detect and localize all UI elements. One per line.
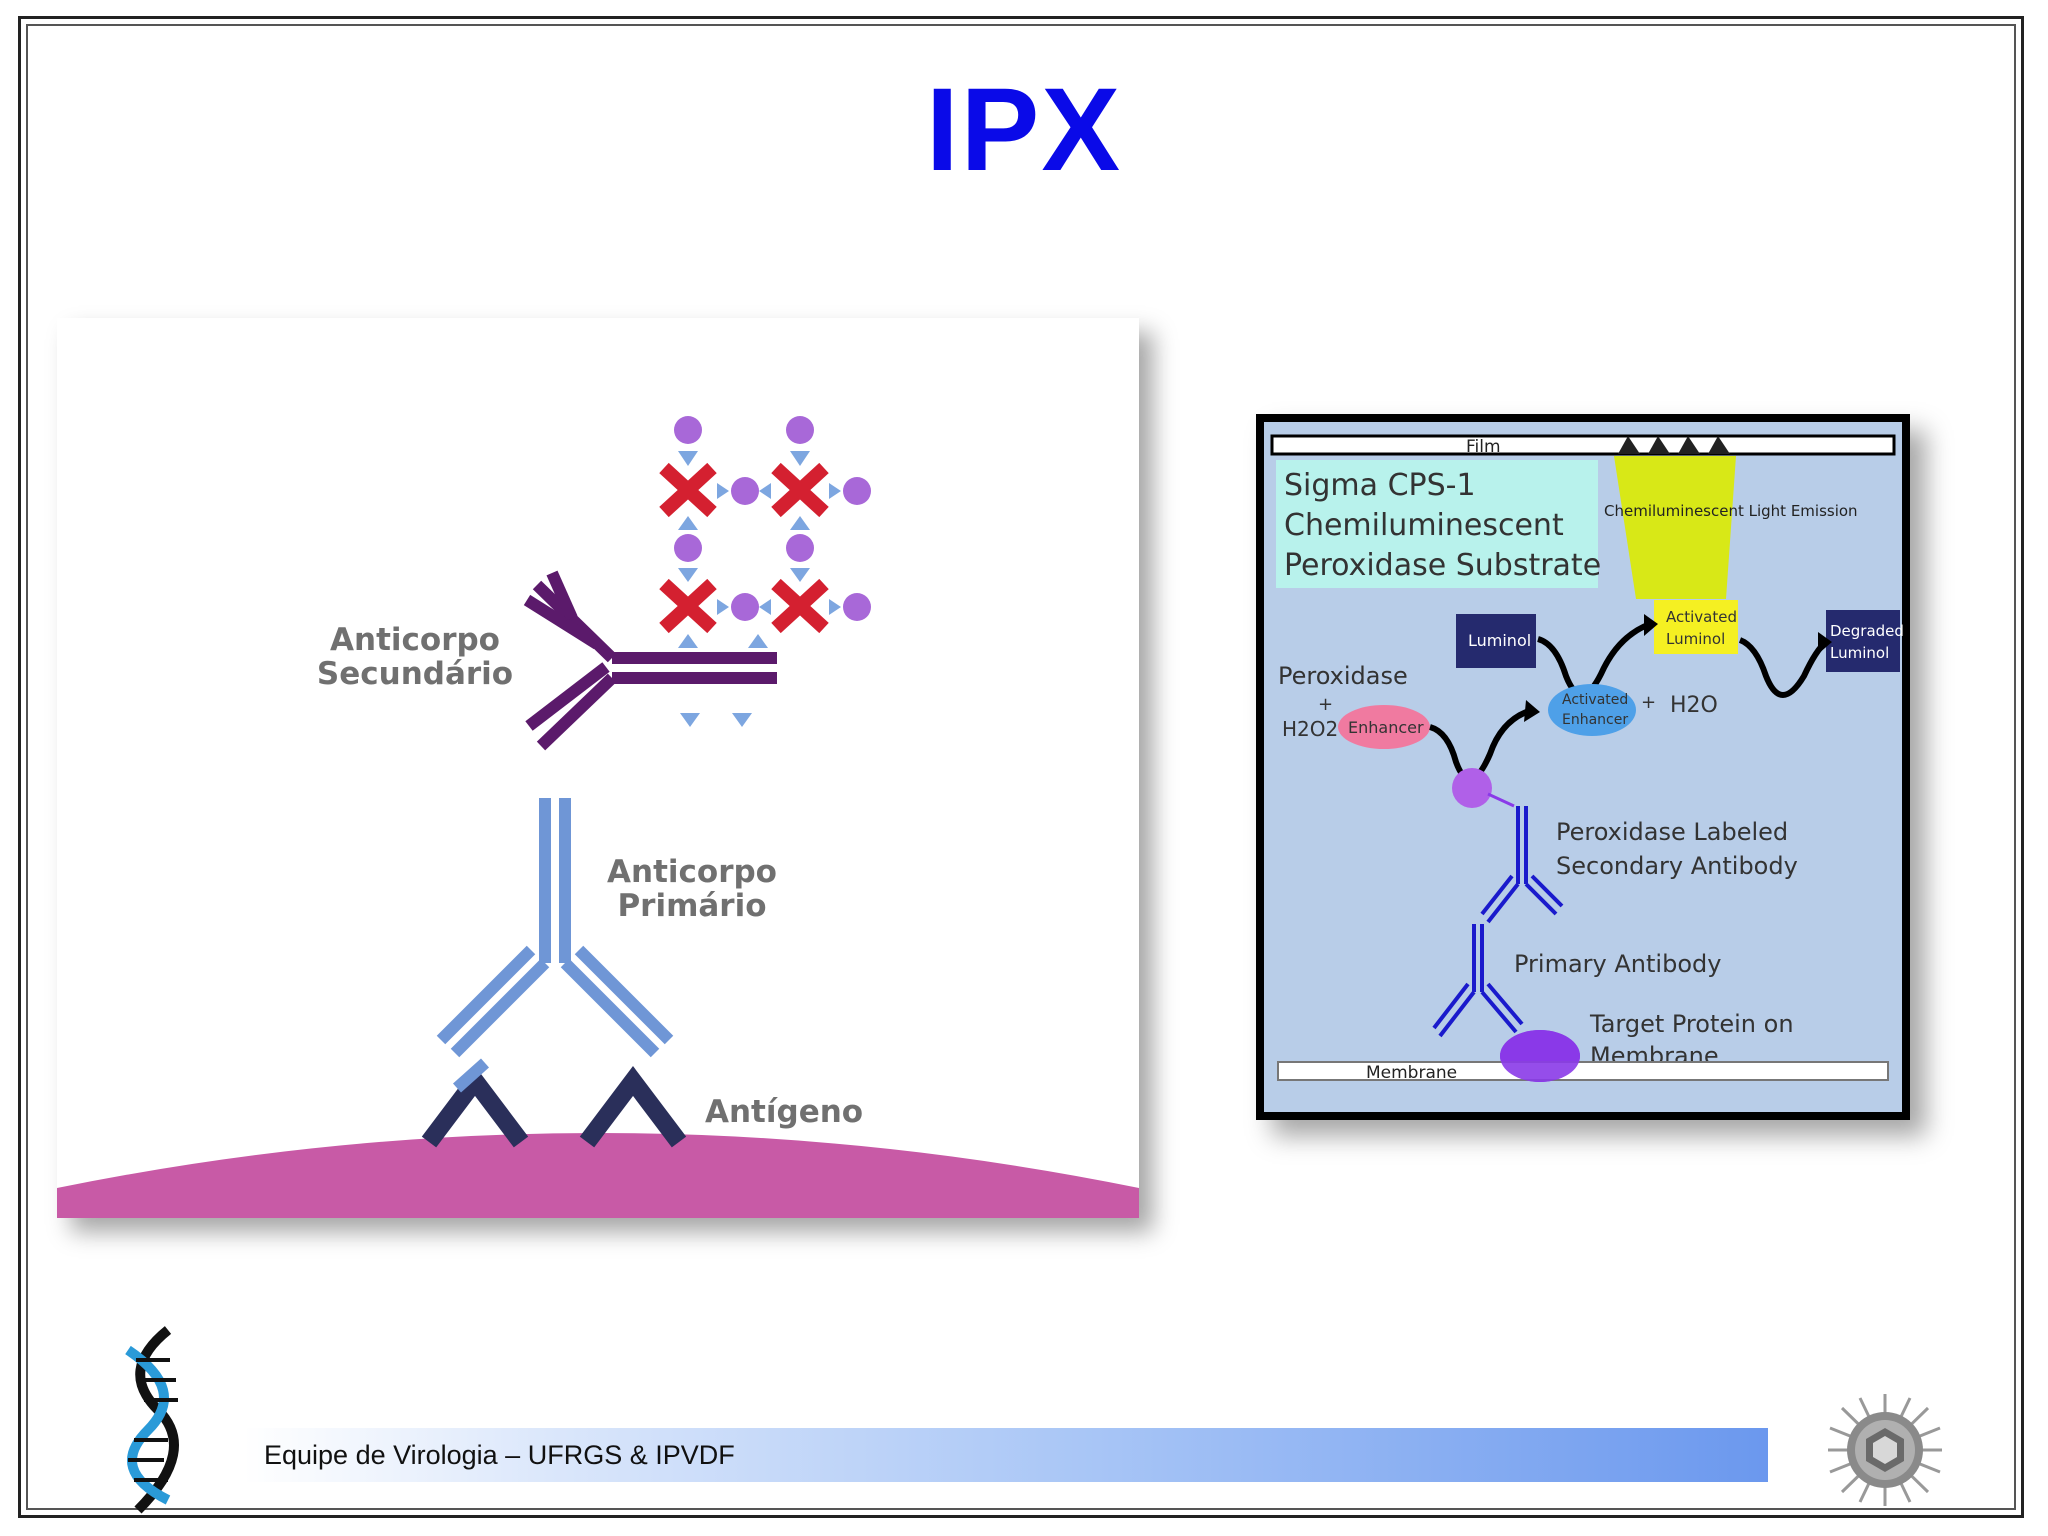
virus-logo: [1820, 1390, 1950, 1510]
plus-sign-1: +: [1318, 694, 1333, 715]
substrate-line-2: Chemiluminescent: [1284, 508, 1564, 543]
left-antibody-diagram: Anticorpo Secundário Anticorpo Primário …: [57, 318, 1139, 1218]
footer-gradient-bar: [244, 1428, 1768, 1482]
target-protein-label-1: Target Protein on: [1589, 1010, 1794, 1038]
activated-enhancer-label-1: Activated: [1562, 692, 1628, 708]
degraded-luminol-label-2: Luminol: [1830, 644, 1889, 662]
light-emission-beams: [1614, 456, 1736, 599]
label-secondary-antibody-1: Anticorpo: [330, 622, 500, 658]
right-chemiluminescence-diagram: Film Sigma CPS-1 Chemiluminescent Peroxi…: [1256, 414, 1910, 1120]
primary-antibody: [436, 798, 674, 1093]
label-secondary-antibody-2: Secundário: [317, 656, 513, 692]
labeled-secondary-antibody: [1480, 806, 1564, 924]
luminol-label: Luminol: [1468, 631, 1531, 650]
light-emission-label: Chemiluminescent Light Emission: [1604, 502, 1858, 520]
reaction-unit-2: [759, 416, 871, 530]
label-primary-antibody-2: Primário: [617, 888, 766, 924]
slide-title: IPX: [925, 64, 1123, 196]
label-primary-antibody-1: Anticorpo: [607, 854, 777, 890]
enhancer-ellipse: [1338, 705, 1430, 749]
dna-logo: [98, 1320, 208, 1516]
substrate-line-1: Sigma CPS-1: [1284, 468, 1476, 503]
activated-enhancer-label-2: Enhancer: [1562, 712, 1628, 728]
activated-enhancer-ellipse: [1548, 684, 1636, 736]
right-diagram-svg: Film Sigma CPS-1 Chemiluminescent Peroxi…: [1256, 414, 1910, 1120]
degraded-luminol-box: [1826, 610, 1900, 672]
membrane-bar: [1277, 1061, 1889, 1081]
peroxidase-sphere: [1452, 768, 1492, 808]
activated-luminol-label-2: Luminol: [1666, 630, 1725, 648]
luminol-box: [1456, 614, 1536, 668]
substrate-reaction-grid: [659, 416, 871, 727]
activated-to-degraded-arrow: [1738, 637, 1828, 698]
slide-outer-border: [18, 16, 2024, 1518]
labeled-antibody-label-2: Secondary Antibody: [1556, 852, 1798, 880]
primary-antibody-right: [1432, 924, 1524, 1038]
membrane-label: Membrane: [1366, 1063, 1457, 1083]
substrate-box: [1276, 460, 1598, 588]
reaction-unit-1: [659, 416, 759, 530]
reaction-unit-4: [748, 534, 871, 648]
activated-luminol-box: [1654, 600, 1738, 654]
antigen-left: [421, 1066, 529, 1148]
degraded-luminol-label-1: Degraded: [1830, 622, 1904, 640]
h2o-label: H2O: [1670, 693, 1718, 718]
cell-membrane: [57, 1133, 1139, 1218]
footer-text: Equipe de Virologia – UFRGS & IPVDF: [264, 1440, 735, 1470]
left-diagram-svg: Anticorpo Secundário Anticorpo Primário …: [57, 416, 1139, 1218]
labeled-antibody-label-1: Peroxidase Labeled: [1556, 818, 1788, 846]
h2o2-label: H2O2: [1282, 717, 1338, 741]
secondary-antibody: [523, 570, 777, 751]
enhancer-label: Enhancer: [1348, 718, 1424, 737]
film-label: Film: [1466, 437, 1501, 457]
primary-antibody-label: Primary Antibody: [1514, 950, 1721, 978]
plus-sign-2: +: [1641, 692, 1656, 713]
film-bar: [1270, 434, 1896, 456]
peroxidase-label: Peroxidase: [1278, 662, 1408, 690]
dna-helix-icon: [125, 1326, 179, 1514]
activated-luminol-label-1: Activated: [1666, 608, 1737, 626]
label-antigen: Antígeno: [705, 1094, 863, 1130]
slide-inner-border: [26, 24, 2016, 1510]
virus-icon: [1828, 1394, 1942, 1506]
reaction-unit-3: [659, 534, 759, 648]
substrate-line-3: Peroxidase Substrate: [1284, 548, 1601, 583]
antigen-right: [579, 1066, 687, 1148]
